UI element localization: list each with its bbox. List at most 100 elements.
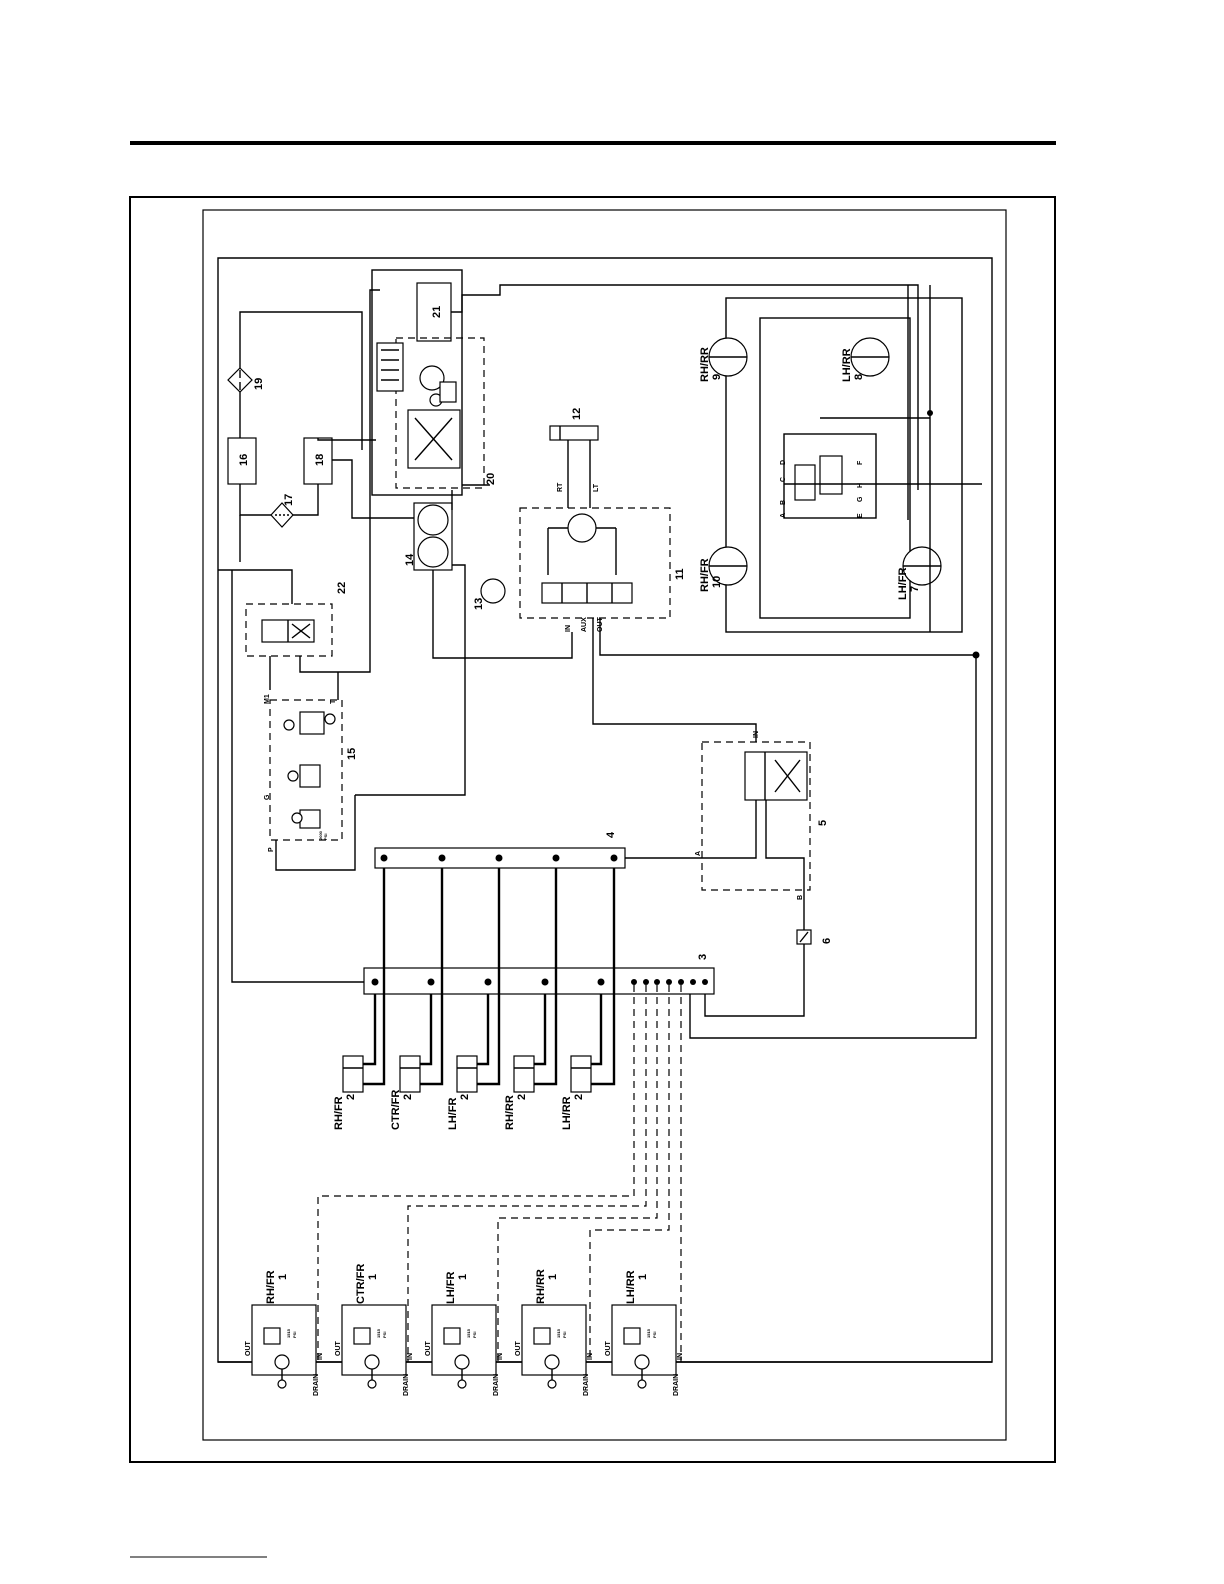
- label-7: 7: [909, 586, 921, 592]
- valve-psi-unit-3: PSI: [472, 1332, 477, 1338]
- label-11: 11: [674, 568, 686, 580]
- valve-psi-unit-4: PSI: [562, 1332, 567, 1338]
- valve-num-lh-rr: 1: [637, 1274, 649, 1280]
- label-rh-rr-motor: RH/RR: [699, 347, 711, 382]
- component-20-block-a: [376, 342, 404, 392]
- inner-frame: [202, 209, 1007, 1441]
- cyl-num-5: 2: [573, 1094, 585, 1100]
- label-8: 8: [853, 374, 865, 380]
- valve-1-rh-rr: [521, 1304, 587, 1389]
- valve-label-rh-rr: RH/RR: [535, 1269, 547, 1304]
- label-5: 5: [817, 820, 829, 826]
- valve-drain-5: DRAIN: [673, 1374, 680, 1396]
- port-a-m: A: [780, 513, 787, 518]
- label-19: 19: [253, 378, 265, 390]
- port-b-m: B: [780, 500, 787, 505]
- manifold-3: [363, 967, 715, 995]
- label-16: 16: [238, 454, 250, 466]
- port-p: P: [268, 847, 275, 852]
- cyl-num-3: 2: [459, 1094, 471, 1100]
- valve-psi-2: 1515: [376, 1328, 381, 1338]
- cyl-num-4: 2: [516, 1094, 528, 1100]
- valve-psi-4: 1515: [556, 1328, 561, 1338]
- valve-1-ctr-fr: [341, 1304, 407, 1389]
- cylinder-12: [549, 425, 599, 441]
- cyl-label-lh-fr: LH/FR: [447, 1098, 459, 1130]
- label-3: 3: [697, 954, 709, 960]
- valve-psi-unit-1: PSI: [292, 1332, 297, 1338]
- port-a-5: A: [695, 851, 702, 856]
- component-11: [519, 507, 671, 619]
- pump-symbol-20: [419, 365, 445, 391]
- cyl-label-rh-fr: RH/FR: [333, 1096, 345, 1130]
- valve-1-lh-fr: [431, 1304, 497, 1389]
- port-c-m: C: [780, 477, 787, 482]
- label-17: 17: [283, 494, 295, 506]
- port-h-m: H: [857, 483, 864, 488]
- valve-out-3: OUT: [425, 1341, 432, 1357]
- label-21: 21: [431, 306, 443, 318]
- header-rule: [130, 141, 1056, 145]
- valve-in-2: IN: [407, 1353, 414, 1360]
- valve-drain-4: DRAIN: [583, 1374, 590, 1396]
- cyl-label-lh-rr: LH/RR: [561, 1096, 573, 1130]
- label-15: 15: [346, 748, 358, 760]
- flow-divider-manifold: [783, 433, 877, 519]
- valve-1-rh-fr: [251, 1304, 317, 1389]
- valve-in-1: IN: [317, 1353, 324, 1360]
- valve-num-lh-fr: 1: [457, 1274, 469, 1280]
- port-g-m: G: [857, 496, 864, 502]
- label-9: 9: [711, 374, 723, 380]
- pump-14-b: [417, 536, 449, 568]
- valve-psi-5: 1515: [646, 1328, 651, 1338]
- port-in-5: IN: [753, 731, 760, 738]
- valve-out-1: OUT: [245, 1341, 252, 1357]
- valve-psi-3: 1515: [466, 1328, 471, 1338]
- valve-psi-unit-2: PSI: [382, 1332, 387, 1338]
- filter-17: [270, 502, 294, 528]
- port-b-5: B: [797, 895, 804, 900]
- component-5: [701, 741, 811, 891]
- cyl-label-rh-rr: RH/RR: [504, 1095, 516, 1130]
- label-18: 18: [314, 454, 326, 466]
- valve-out-5: OUT: [605, 1341, 612, 1357]
- valve-out-2: OUT: [335, 1341, 342, 1357]
- label-20: 20: [485, 473, 497, 485]
- label-13: 13: [473, 598, 485, 610]
- label-rh-fr-motor: RH/FR: [699, 558, 711, 592]
- port-f-m: F: [857, 460, 864, 465]
- port-e-m: E: [857, 513, 864, 518]
- valve-1-lh-rr: [611, 1304, 677, 1389]
- component-22: [245, 603, 333, 657]
- label-14: 14: [404, 553, 416, 566]
- cyl-num-1: 2: [345, 1094, 357, 1100]
- port-aux: AUX: [581, 617, 588, 632]
- valve-in-4: IN: [587, 1353, 594, 1360]
- port-d-m: D: [780, 460, 787, 465]
- port-g: G: [264, 794, 271, 800]
- component-16: [227, 437, 257, 485]
- port-rt: RT: [557, 482, 564, 492]
- port-in-11: IN: [565, 625, 572, 632]
- valve-label-lh-fr: LH/FR: [445, 1272, 457, 1304]
- label-4: 4: [605, 831, 617, 838]
- label-lh-rr-motor: LH/RR: [841, 348, 853, 382]
- valve-drain-2: DRAIN: [403, 1374, 410, 1396]
- valve-drain-1: DRAIN: [313, 1374, 320, 1396]
- cyl-label-ctr-fr: CTR/FR: [390, 1090, 402, 1130]
- label-22: 22: [336, 582, 348, 594]
- cyl-num-2: 2: [402, 1094, 414, 1100]
- valve-in-3: IN: [497, 1353, 504, 1360]
- motor-13: [480, 578, 506, 604]
- valve-in-5: IN: [677, 1353, 684, 1360]
- motor-loop-inner: [759, 317, 911, 619]
- valve-num-rh-fr: 1: [277, 1274, 289, 1280]
- component-20-box: [371, 269, 463, 496]
- label-10: 10: [711, 576, 723, 588]
- label-6: 6: [821, 938, 833, 944]
- label-12: 12: [571, 408, 583, 420]
- valve-label-lh-rr: LH/RR: [625, 1270, 637, 1304]
- valve-drain-3: DRAIN: [493, 1374, 500, 1396]
- label-lh-fr-motor: LH/FR: [897, 568, 909, 600]
